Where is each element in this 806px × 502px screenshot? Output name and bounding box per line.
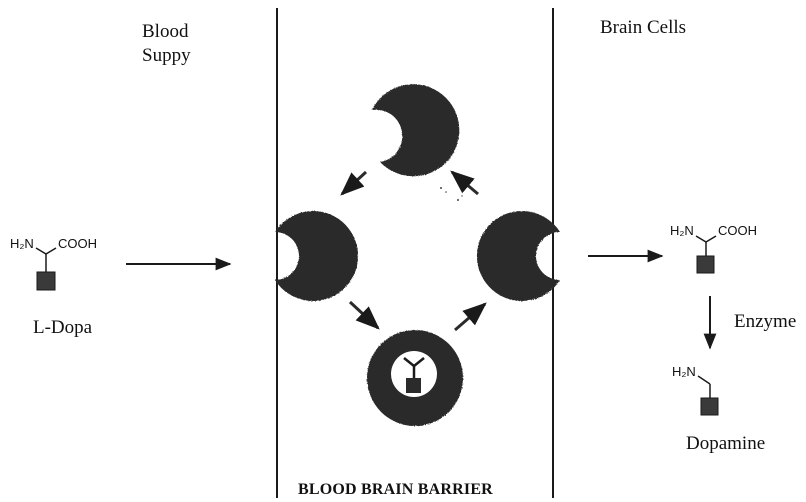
carrier-top [372, 84, 459, 176]
cycle-arrow-top-to-left [342, 172, 366, 194]
cycle-arrow-right-to-top [452, 172, 478, 194]
bound-substituent-square [406, 378, 421, 393]
carrier-bottom [367, 330, 463, 426]
brain-ldopa-molecule [696, 236, 716, 256]
speckles [440, 187, 463, 201]
ldopa-substituent-square [37, 272, 55, 290]
cycle-arrow-bottom-to-right [455, 304, 485, 330]
dopamine-substituent-square [701, 398, 718, 415]
ldopa-molecule [36, 248, 56, 272]
carrier-left [275, 211, 358, 301]
carrier-right [477, 211, 560, 301]
brain-ldopa-substituent-square [697, 256, 714, 273]
cycle-arrow-left-to-bottom [350, 302, 378, 328]
dopamine-molecule [698, 376, 710, 398]
